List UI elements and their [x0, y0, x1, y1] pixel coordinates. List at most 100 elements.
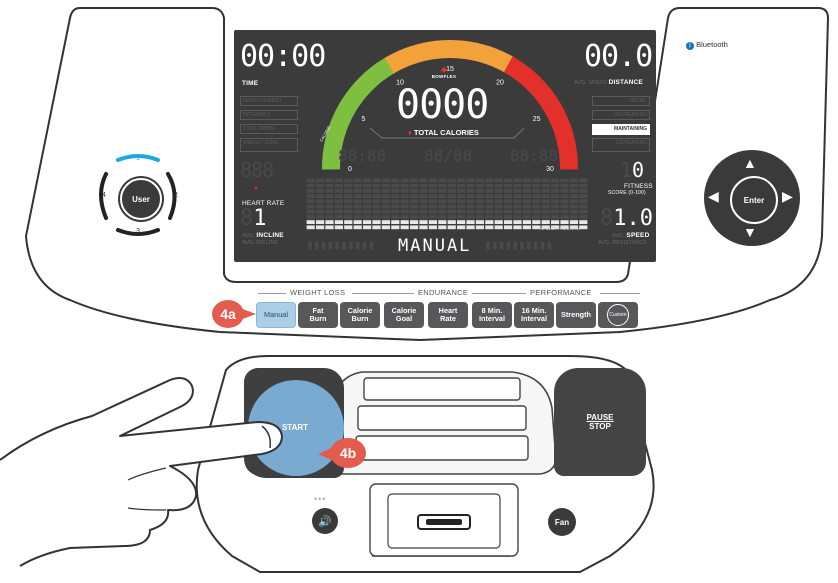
flame-icon: ♦: [408, 128, 412, 137]
user-position-4[interactable]: 4: [102, 192, 106, 199]
matrix-cell: [551, 225, 560, 230]
matrix-cell: [504, 189, 513, 193]
matrix-cell: [532, 225, 541, 230]
matrix-cell: [485, 220, 494, 224]
matrix-cell: [363, 178, 372, 183]
calories-value: 0000: [396, 82, 489, 128]
matrix-cell: [306, 220, 315, 224]
program-calorie-goal-button[interactable]: Calorie Goal: [384, 302, 424, 328]
matrix-cell: [372, 189, 381, 193]
program-fat-burn-button[interactable]: Fat Burn: [298, 302, 338, 328]
matrix-cell: [353, 215, 362, 219]
matrix-cell: [410, 204, 419, 209]
gauge-segment: [421, 40, 440, 61]
callout-4b-label: 4b: [339, 445, 357, 461]
matrix-cell: [485, 225, 494, 230]
gauge-segment: [522, 71, 547, 96]
matrix-cell: [419, 199, 428, 204]
matrix-cell: [504, 194, 513, 198]
matrix-cell: [400, 183, 409, 188]
matrix-cell: [438, 183, 447, 188]
program-16-min-interval-button[interactable]: 16 Min. Interval: [514, 302, 554, 328]
program-strength-button[interactable]: Strength: [556, 302, 596, 328]
matrix-cell: [579, 199, 588, 204]
program-manual-label: Manual: [264, 310, 288, 319]
user-position-2[interactable]: 2: [174, 192, 178, 199]
matrix-cell: [569, 199, 578, 204]
nav-up-button[interactable]: ▲: [743, 155, 757, 171]
time-value: 00:00: [240, 39, 326, 74]
speed-value: 1.0: [613, 206, 653, 231]
matrix-cell: [560, 209, 569, 214]
right-box-4: INCREASING: [592, 138, 650, 152]
brand-text: BOWFLEX: [431, 74, 457, 79]
gauge-segment: [353, 71, 378, 96]
matrix-cell: [419, 225, 428, 230]
fan-button[interactable]: Fan: [548, 508, 576, 536]
matrix-cell: [428, 194, 437, 198]
matrix-cell: [428, 183, 437, 188]
matrix-cell: [532, 199, 541, 204]
matrix-cell: [400, 215, 409, 219]
matrix-cell: [438, 189, 447, 193]
matrix-cell: [551, 194, 560, 198]
volume-button[interactable]: 🔊: [312, 508, 338, 534]
matrix-cell: [306, 204, 315, 209]
matrix-cell: [325, 204, 334, 209]
matrix-cell: [372, 209, 381, 214]
user-position-3[interactable]: 3: [136, 228, 140, 235]
matrix-cell: [353, 204, 362, 209]
matrix-cell: [325, 178, 334, 183]
mid-dim-value-2: 88/88: [424, 146, 473, 165]
matrix-cell: [410, 225, 419, 230]
program-calorie-burn-button[interactable]: Calorie Burn: [340, 302, 380, 328]
matrix-cell: [419, 209, 428, 214]
calories-label-row: ♦ TOTAL CALORIES: [408, 128, 479, 137]
program-8-min-interval-button[interactable]: 8 Min. Interval: [472, 302, 512, 328]
matrix-cell: [541, 194, 550, 198]
gauge-segment: [338, 91, 362, 115]
program-heart-rate-label: Heart Rate: [438, 306, 458, 323]
matrix-cell: [316, 215, 325, 219]
matrix-cell: [419, 183, 428, 188]
matrix-cell: [428, 204, 437, 209]
program-strength-label: Strength: [561, 310, 591, 319]
matrix-cell: [504, 220, 513, 224]
enter-button[interactable]: Enter: [730, 176, 778, 224]
matrix-cell: [410, 215, 419, 219]
matrix-cell: [410, 183, 419, 188]
matrix-cell: [532, 215, 541, 219]
matrix-cell: [466, 189, 475, 193]
program-heart-rate-button[interactable]: Heart Rate: [428, 302, 468, 328]
matrix-cell: [532, 178, 541, 183]
matrix-cell: [306, 199, 315, 204]
matrix-cell: [475, 209, 484, 214]
matrix-cell: [438, 215, 447, 219]
nav-left-button[interactable]: ◀: [708, 188, 719, 204]
matrix-cell: [466, 178, 475, 183]
matrix-cell: [438, 204, 447, 209]
matrix-cell: [551, 178, 560, 183]
program-custom-button[interactable]: Custom: [598, 302, 638, 328]
program-manual-button[interactable]: Manual: [256, 302, 296, 328]
nav-right-button[interactable]: ▶: [782, 188, 793, 204]
matrix-cell: [438, 199, 447, 204]
start-button[interactable]: START: [262, 394, 328, 460]
fitness-sub: SCORE (0-100): [608, 190, 646, 196]
matrix-cell: [419, 220, 428, 224]
weight-loss-line-left: [258, 293, 286, 294]
stop-label: STOP: [589, 422, 611, 431]
matrix-cell: [400, 204, 409, 209]
pause-stop-button[interactable]: PAUSE STOP: [554, 368, 646, 476]
matrix-cell: [457, 225, 466, 230]
program-text: MANUAL: [398, 236, 472, 256]
user-button[interactable]: User: [120, 178, 162, 220]
user-position-1[interactable]: 1: [136, 155, 140, 162]
distance-label-prefix: AVG. SPEED: [574, 80, 607, 86]
matrix-cell: [447, 199, 456, 204]
nav-down-button[interactable]: ▼: [743, 224, 757, 240]
matrix-cell: [372, 183, 381, 188]
matrix-cell: [551, 204, 560, 209]
matrix-cell: [306, 189, 315, 193]
gauge-segment: [503, 56, 527, 80]
